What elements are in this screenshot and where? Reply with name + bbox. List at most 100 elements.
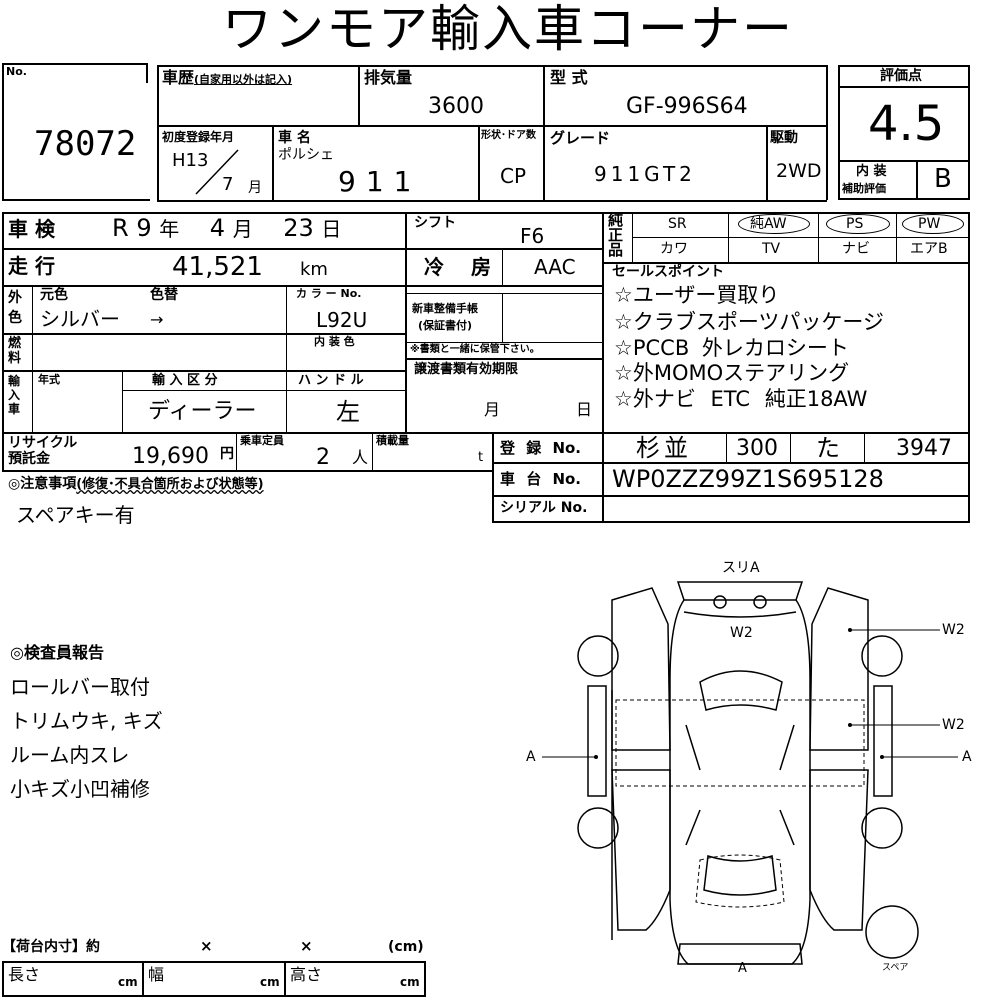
capacity-label: 乗車定員: [240, 434, 284, 447]
sales-points-label: セールスポイント: [612, 264, 724, 280]
handle-value: 左: [336, 398, 360, 426]
number-label: No.: [6, 65, 27, 78]
shift-label: シフト: [414, 215, 456, 231]
sales-point: ☆クラブスポーツパッケージ: [614, 310, 884, 334]
drive-value: 2WD: [776, 160, 822, 182]
recycle-label: リサイクル: [8, 435, 78, 451]
model-label: 型 式: [550, 68, 588, 87]
equip-airbag: エアB: [910, 241, 948, 257]
serial-label: シリアル No.: [500, 500, 588, 516]
fuel-label: 燃料: [8, 336, 22, 366]
inspection-label: 車 検: [8, 217, 55, 241]
car-maker: ポルシェ: [278, 147, 334, 163]
body-type-label: 形状･ドア数: [481, 130, 536, 141]
inspector-line: 小キズ小凹補修: [10, 777, 150, 801]
displacement-label: 排気量: [364, 68, 413, 87]
original-color-label: 元色: [40, 287, 68, 303]
chassis-label: 車 台 No.: [500, 470, 582, 488]
first-registration-label: 初度登録年月: [162, 130, 235, 144]
repaint-color-label: 色替: [150, 287, 178, 303]
capacity-value: 2: [316, 445, 330, 470]
stock-number: 78072: [34, 124, 137, 164]
cargo-height-unit: cm: [400, 975, 420, 989]
caution-value: スペアキー有: [16, 503, 135, 527]
capacity-unit: 人: [352, 448, 369, 467]
ac-label: 冷 房: [424, 255, 501, 279]
handle-label: ハ ン ド ル: [298, 373, 364, 388]
first-registration-month: 7: [222, 174, 234, 195]
warranty-label: 新車整備手帳: [412, 302, 478, 315]
interior-rating-value: B: [934, 164, 952, 194]
inspection-date: R 9 年 4 月 23 日: [112, 214, 342, 242]
load-label: 積載量: [376, 434, 409, 447]
diagram-label-spare: スペア: [882, 963, 909, 973]
first-registration-era: H13: [172, 150, 209, 171]
registration-label: 登 録 No.: [500, 439, 582, 457]
model-value: GF-996S64: [626, 94, 748, 119]
history-label: 車歴(自家用以外は記入): [162, 68, 293, 87]
diagonal-slash: [195, 149, 239, 195]
transfer-label: 譲渡書類有効期限: [414, 362, 519, 377]
interior-color-label: 内 装 色: [314, 335, 355, 348]
diagram-label-hood: W2: [730, 625, 753, 641]
shift-value: F6: [520, 224, 545, 248]
diagram-label-bottom: A: [738, 961, 747, 976]
equip-navi: ナビ: [842, 241, 870, 257]
cargo-times-2: ×: [300, 937, 313, 955]
inspector-line: トリムウキ, キズ: [10, 709, 163, 733]
diagram-label-right-mid: W2: [942, 717, 965, 733]
drive-label: 駆動: [770, 130, 798, 146]
body-type-value: CP: [500, 164, 527, 188]
chassis-value: WP0ZZZ99Z1S695128: [612, 465, 884, 493]
original-color-value: シルバー: [40, 307, 120, 331]
transfer-day: 日: [576, 400, 593, 419]
car-name-label: 車 名: [278, 130, 311, 146]
mileage-label: 走 行: [8, 254, 55, 278]
car-damage-diagram: [542, 581, 958, 965]
load-unit: t: [478, 450, 484, 465]
grade-value: 911GT2: [594, 162, 696, 186]
recycle-sublabel: 預託金: [8, 451, 50, 467]
inspector-report-label: ◎検査員報告: [10, 643, 104, 662]
rating-value: 4.5: [868, 96, 945, 152]
registration-kana: た: [816, 434, 840, 462]
import-type-label: 輸 入 区 分: [152, 373, 218, 388]
interior-rating-label: 内 装: [856, 164, 887, 179]
color-arrow: →: [150, 310, 164, 329]
registration-number: 3947: [896, 436, 952, 461]
equip-ps: PS: [846, 216, 864, 232]
sales-point: ☆外MOMOステアリング: [614, 361, 850, 385]
color-code-label: カ ラ ー No.: [296, 287, 362, 300]
mileage-value: 41,521: [172, 252, 263, 282]
cargo-width-unit: cm: [260, 975, 280, 989]
caution-label: ◎注意事項(修復･不具合箇所および状態等): [8, 476, 264, 492]
grade-label: グレード: [550, 129, 611, 147]
cargo-width-label: 幅: [148, 965, 165, 984]
diagram-label-right-top: W2: [942, 622, 965, 638]
import-type-value: ディーラー: [148, 399, 257, 424]
transfer-month: 月: [484, 400, 501, 419]
interior-rating-sublabel: 補助評価: [842, 182, 886, 195]
sales-point: ☆外ナビ ETC 純正18AW: [614, 387, 868, 411]
equip-pw: PW: [918, 216, 941, 232]
cargo-label: 【荷台内寸】約: [2, 939, 100, 955]
inspector-line: ロールバー取付: [10, 675, 150, 699]
equip-sr: SR: [668, 216, 687, 232]
cargo-height-label: 高さ: [290, 965, 323, 984]
car-name-value: 911: [338, 165, 422, 198]
cargo-length-label: 長さ: [8, 965, 41, 984]
equipment-label: 純正品: [608, 211, 624, 259]
exterior-color-side-label: 外色: [8, 290, 22, 326]
cargo-unit: (cm): [388, 939, 424, 955]
page-title: ワンモア輸入車コーナー: [222, 0, 794, 58]
diagram-label-left: A: [526, 749, 536, 765]
import-side-label: 輸入車: [8, 374, 21, 416]
cargo-times-1: ×: [200, 937, 213, 955]
diagram-label-right: A: [962, 749, 972, 765]
diagram-label-top: スリA: [722, 560, 760, 576]
color-code-value: L92U: [316, 308, 368, 332]
inspector-line: ルーム内スレ: [10, 743, 130, 767]
mileage-unit: km: [300, 259, 328, 280]
registration-class: 300: [736, 436, 778, 461]
warranty-sublabel: (保証書付): [418, 319, 473, 332]
